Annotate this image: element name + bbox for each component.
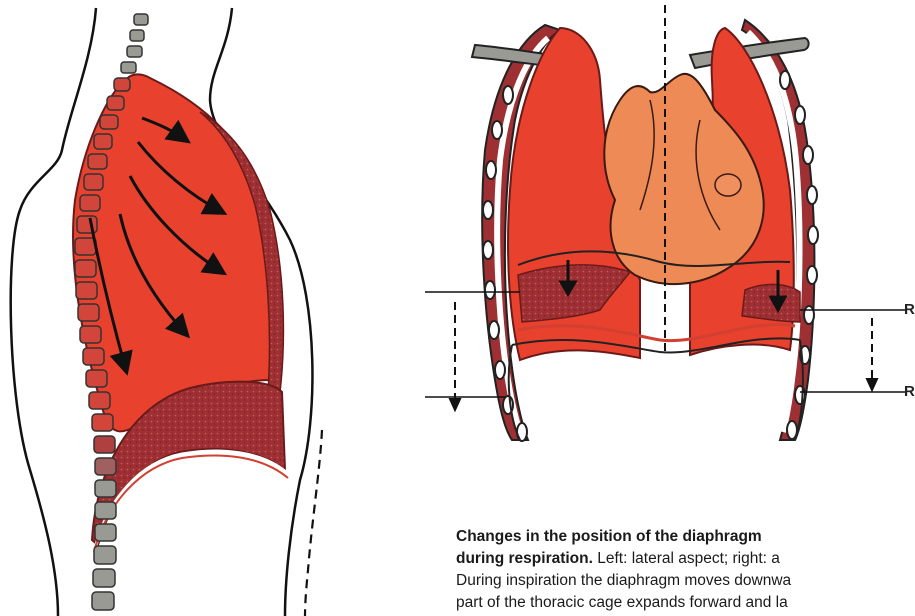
diaphragm-right <box>742 284 800 322</box>
figure-caption: Changes in the position of the diaphragm… <box>456 526 915 614</box>
caption-line-2: during respiration. Left: lateral aspect… <box>456 548 915 570</box>
heart-auricle <box>715 174 741 196</box>
caption-line-4: part of the thoracic cage expands forwar… <box>456 592 915 614</box>
caption-title-cont: during respiration. <box>456 550 593 567</box>
expansion-dashed-line <box>305 430 322 616</box>
caption-line-3: During inspiration the diaphragm moves d… <box>456 570 915 592</box>
level-label-lower: R <box>904 383 915 400</box>
caption-aspect-text: Left: lateral aspect; right: a <box>593 550 780 567</box>
caption-line-1: Changes in the position of the diaphragm <box>456 526 915 548</box>
frontal-view <box>425 5 905 441</box>
level-label-upper: R <box>904 301 915 318</box>
lateral-view <box>11 8 322 616</box>
caption-title: Changes in the position of the diaphragm <box>456 528 762 545</box>
